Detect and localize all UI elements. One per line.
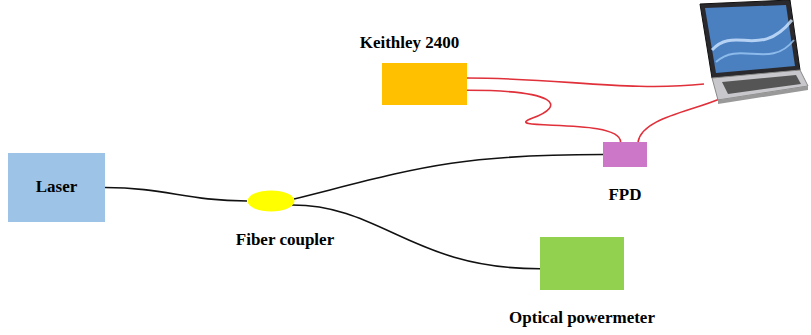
laser-box: Laser (8, 153, 105, 222)
powermeter-box: Optical powermeter (540, 237, 624, 290)
signal-wire (638, 98, 722, 142)
node-label: Laser (36, 177, 78, 197)
optical-fiber (105, 188, 247, 202)
optical-fiber (294, 155, 603, 200)
laptop-icon (700, 0, 808, 104)
ellipse-outline (247, 190, 295, 212)
usb-wire (467, 78, 704, 86)
electrical-wire (467, 90, 621, 142)
instrument-box: Keithley 2400 (382, 63, 467, 105)
coupler-ellipse: Fiber coupler (247, 190, 295, 212)
node-label: Optical powermeter (509, 308, 655, 328)
node-label: FPD (608, 185, 641, 205)
photodetector-box: FPD (603, 142, 647, 167)
node-label: Fiber coupler (236, 230, 334, 250)
node-label: Keithley 2400 (360, 33, 460, 53)
